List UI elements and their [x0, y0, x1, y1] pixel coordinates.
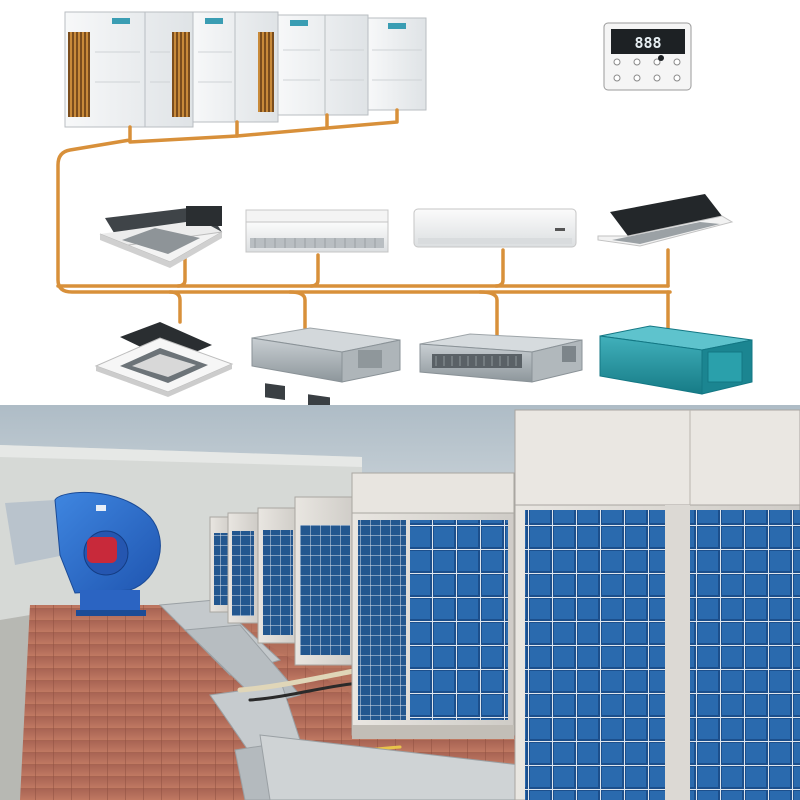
button-icon [673, 74, 681, 82]
outdoor-unit-2 [192, 11, 279, 123]
button-icon [633, 58, 641, 66]
pipe-icon [237, 667, 363, 693]
brand-logo-icon [388, 23, 406, 29]
four-way-cassette-unit [94, 322, 234, 397]
duct-icon [5, 500, 65, 565]
outdoor-unit-near [514, 409, 800, 800]
outdoor-unit-mid [351, 472, 515, 739]
outdoor-unit-row-far [209, 496, 356, 666]
main-pipe [56, 125, 672, 294]
outdoor-unit-group [64, 11, 427, 128]
refrigerant-piping [56, 108, 672, 338]
slim-duct-unit [419, 333, 583, 383]
branch-pipe [494, 248, 505, 288]
outdoor-unit-4 [367, 17, 427, 111]
high-static-duct-unit [599, 325, 753, 395]
button-icon [613, 58, 621, 66]
display-icon [555, 228, 565, 231]
branch-pipe [288, 290, 307, 330]
branch-pipe [309, 253, 320, 288]
branch-pipe [176, 256, 187, 288]
refrigerant-pipes [237, 667, 531, 800]
rooftop-installation-photo [0, 405, 800, 800]
ceiling-floor-unit [245, 209, 389, 253]
brand-logo-icon [290, 20, 308, 26]
photo-canvas [0, 405, 800, 800]
diagram-canvas: 888 [56, 11, 753, 405]
outdoor-unit-3 [277, 14, 369, 116]
wall-mounted-unit [413, 208, 577, 248]
controller-lcd [611, 29, 685, 54]
vrf-system-diagram: 888 [56, 11, 753, 405]
ducted-unit [251, 327, 401, 405]
centrifugal-blower-fan [5, 491, 161, 616]
outdoor-unit-1 [64, 11, 194, 128]
button-icon [633, 74, 641, 82]
button-icon [653, 74, 661, 82]
brand-logo-icon [112, 18, 130, 24]
button-icon [653, 58, 661, 66]
button-icon [613, 74, 621, 82]
brand-logo-icon [205, 18, 223, 24]
tiled-roof-floor [20, 605, 600, 800]
branch-pipe [478, 290, 499, 338]
power-button-icon [658, 55, 664, 61]
button-icon [673, 58, 681, 66]
pipe-icon [248, 681, 362, 702]
motor-icon [87, 537, 117, 563]
branch-pipe [168, 290, 182, 324]
branch-pipe [325, 108, 399, 130]
controller-lcd-text: 888 [634, 34, 661, 52]
one-way-cassette-unit [597, 194, 734, 247]
wired-controller: 888 [603, 22, 692, 91]
cassette-unit [99, 206, 223, 268]
